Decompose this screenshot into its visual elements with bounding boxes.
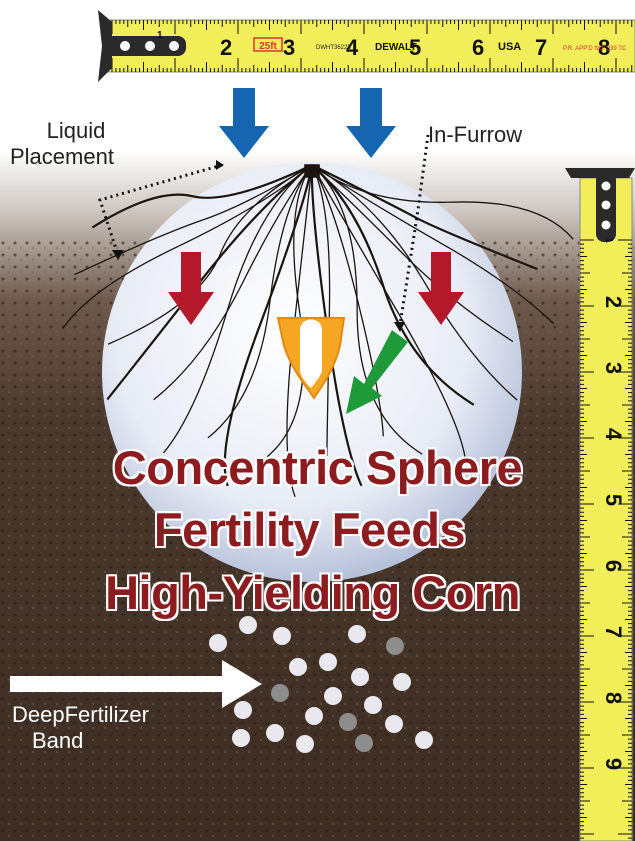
root (311, 164, 518, 401)
fertilizer-dot (296, 735, 314, 753)
fertilizer-dot (239, 616, 257, 634)
root (311, 164, 555, 325)
fertilizer-dot (305, 707, 323, 725)
green-arrow-icon (346, 330, 408, 414)
fertilizer-dot (271, 684, 289, 702)
fertilizer-dot (348, 625, 366, 643)
tape-number: 6 (601, 560, 626, 572)
deep-label-line-1: DeepFertilizer (12, 702, 149, 727)
tape-number: 5 (601, 494, 626, 506)
root (311, 164, 538, 271)
tape-number: 9 (601, 758, 626, 770)
vertical-tape-measure: 1 2 3 4 5 6 7 8 9 (565, 168, 635, 841)
tape-number: 6 (472, 35, 484, 60)
tape-number: 2 (220, 35, 232, 60)
root (311, 164, 574, 240)
root (311, 164, 475, 406)
root (223, 164, 314, 487)
root (311, 164, 331, 457)
blue-arrow-icon (346, 88, 396, 158)
tape-number: 2 (601, 296, 626, 308)
liquid-label-line-2: Placement (10, 144, 114, 169)
root (266, 164, 313, 458)
red-arrow-icon (418, 252, 464, 325)
tape-number: 5 (409, 35, 421, 60)
tape-number: 4 (601, 428, 626, 441)
fertilizer-dot (234, 701, 252, 719)
root-system (62, 164, 574, 498)
tape-number: 3 (601, 362, 626, 374)
root (163, 164, 313, 454)
in-furrow-leader (398, 134, 430, 326)
fertilizer-dot (273, 627, 291, 645)
root (107, 164, 313, 345)
fertilizer-dot (351, 668, 369, 686)
fertilizer-dot (385, 715, 403, 733)
liquid-placement-leader (98, 163, 223, 256)
blue-arrow-icon (219, 88, 269, 158)
in-furrow-label: In-Furrow (428, 122, 523, 147)
fertilizer-dot (319, 653, 337, 671)
seed-embryo (300, 319, 322, 388)
fertilizer-dot (266, 724, 284, 742)
tape-number: 4 (346, 35, 359, 60)
tape-number: 8 (598, 35, 610, 60)
fertilizer-dot (289, 658, 307, 676)
fertilizer-dot (364, 696, 382, 714)
tape-origin: USA (498, 41, 521, 53)
fertilizer-dot (209, 634, 227, 652)
fertilizer-dot (324, 687, 342, 705)
deep-label-line-2: Band (32, 728, 84, 753)
tape-patent: P.R. APP'D NO. 339 TC (563, 46, 627, 52)
tape-number: 8 (601, 692, 626, 704)
leader-arrowhead (216, 160, 224, 170)
title-line-3: High-Yielding Corn (105, 566, 520, 619)
title-line-2: Fertility Feeds (153, 503, 466, 556)
root (91, 164, 313, 229)
fertilizer-band-dots (209, 616, 433, 753)
root (153, 164, 313, 401)
red-arrow-icon (168, 252, 214, 325)
root (62, 164, 313, 329)
leader-arrowhead (112, 250, 124, 260)
root (207, 164, 313, 439)
horizontal-tape-measure: 1 2 3 4 5 6 7 8 25ft DWHT36225 DEWALT USA P.R. … (98, 10, 635, 82)
tape-number: 3 (283, 35, 295, 60)
root (311, 164, 514, 343)
fertilizer-dot (355, 734, 373, 752)
root (311, 164, 423, 455)
leader-arrowhead (394, 322, 405, 332)
fertilizer-dot (393, 673, 411, 691)
title-line-1: Concentric Sphere (112, 441, 523, 494)
liquid-label-line-1: Liquid (46, 118, 106, 143)
tape-length-badge: 25ft (259, 41, 277, 52)
tape-brand: DEWALT (375, 42, 416, 53)
tape-number: 1 (157, 30, 163, 41)
tape-number: 7 (535, 35, 547, 60)
root (311, 164, 467, 464)
fertilizer-dot (415, 731, 433, 749)
fertilizer-dot (339, 713, 357, 731)
root (74, 164, 313, 276)
white-arrow-icon (10, 660, 262, 708)
tape-number: 1 (603, 237, 614, 243)
tape-model: DWHT36225 (316, 45, 351, 51)
fertilizer-dot (386, 637, 404, 655)
fertilizer-dot (232, 729, 250, 747)
stalk-base (304, 164, 320, 178)
tape-number: 7 (601, 626, 626, 638)
